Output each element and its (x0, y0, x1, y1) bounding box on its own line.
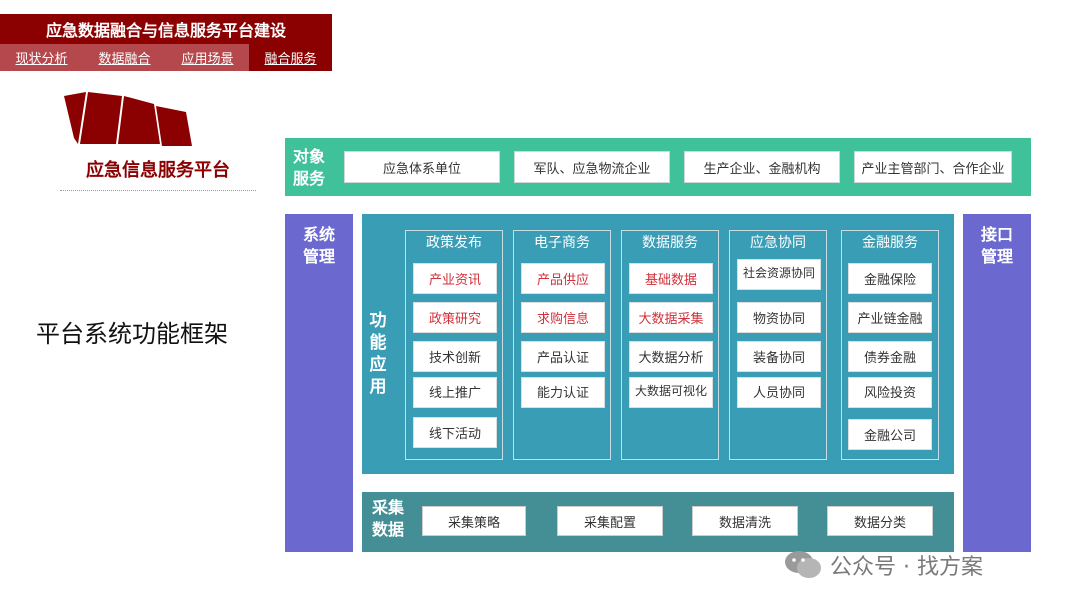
system-management-pillar (285, 214, 353, 552)
function-item: 政策研究 (413, 302, 497, 333)
collection-item: 采集策略 (422, 506, 526, 536)
function-column-data-services: 数据服务 基础数据 大数据采集 大数据分析 大数据可视化 (621, 230, 719, 460)
function-item: 大数据采集 (629, 302, 713, 333)
function-item: 风险投资 (848, 377, 932, 408)
function-item: 线下活动 (413, 417, 497, 448)
collection-item: 数据清洗 (692, 506, 798, 536)
collection-item: 数据分类 (827, 506, 933, 536)
object-services-label: 对象 服务 (293, 147, 326, 188)
function-item: 人员协同 (737, 377, 821, 408)
watermark-text: 公众号 · 找方案 (830, 555, 983, 580)
collection-item: 采集配置 (557, 506, 663, 536)
function-item: 产业链金融 (848, 302, 932, 333)
function-item: 金融公司 (848, 419, 932, 450)
function-item: 大数据可视化 (629, 377, 713, 408)
wechat-icon (785, 551, 821, 578)
function-item: 产品认证 (521, 341, 605, 372)
tab-fusion-services[interactable]: 融合服务 (249, 44, 332, 71)
function-column-ecommerce: 电子商务 产品供应 求购信息 产品认证 能力认证 (513, 230, 611, 460)
framework-title: 平台系统功能框架 (36, 320, 228, 348)
system-management-label: 系统 管理 (302, 225, 335, 266)
function-item: 物资协同 (737, 302, 821, 333)
watermark: 公众号 · 找方案 (784, 548, 1054, 582)
function-column-emergency-coordination: 应急协同 社会资源协同 物资协同 装备协同 人员协同 (729, 230, 827, 460)
function-item: 产品供应 (521, 263, 605, 294)
tab-application-scenarios[interactable]: 应用场景 (181, 52, 234, 67)
column-title: 电子商务 (534, 235, 590, 251)
header-tab-bar: 现状分析 数据融合 应用场景 融合服务 (0, 44, 332, 71)
platform-logo-icon (64, 92, 192, 146)
column-title: 金融服务 (862, 235, 918, 251)
column-title: 数据服务 (642, 235, 698, 251)
function-item: 产业资讯 (413, 263, 497, 294)
function-item: 能力认证 (521, 377, 605, 408)
interface-management-label: 接口 管理 (980, 225, 1013, 266)
platform-title: 应急信息服务平台 (60, 156, 256, 191)
function-item: 技术创新 (413, 341, 497, 372)
tab-data-fusion[interactable]: 数据融合 (98, 52, 151, 67)
column-title: 应急协同 (750, 235, 806, 251)
function-item: 线上推广 (413, 377, 497, 408)
function-item: 金融保险 (848, 263, 932, 294)
object-service-item: 生产企业、金融机构 (684, 151, 840, 183)
interface-management-pillar (963, 214, 1031, 552)
column-title: 政策发布 (426, 235, 482, 251)
tab-status-analysis[interactable]: 现状分析 (15, 52, 68, 67)
header-title: 应急数据融合与信息服务平台建设 (0, 14, 332, 44)
object-service-item: 应急体系单位 (344, 151, 500, 183)
function-column-financial-services: 金融服务 金融保险 产业链金融 债券金融 风险投资 金融公司 (841, 230, 939, 460)
function-item: 基础数据 (629, 263, 713, 294)
function-item: 大数据分析 (629, 341, 713, 372)
object-service-item: 军队、应急物流企业 (514, 151, 670, 183)
data-collection-label: 采集 数据 (372, 498, 405, 539)
function-application-label: 功 能 应 用 (369, 311, 387, 397)
function-item: 社会资源协同 (737, 259, 821, 290)
function-column-policy: 政策发布 产业资讯 政策研究 技术创新 线上推广 线下活动 (405, 230, 503, 460)
function-item: 债券金融 (848, 341, 932, 372)
function-item: 装备协同 (737, 341, 821, 372)
object-service-item: 产业主管部门、合作企业 (854, 151, 1012, 183)
function-item: 求购信息 (521, 302, 605, 333)
